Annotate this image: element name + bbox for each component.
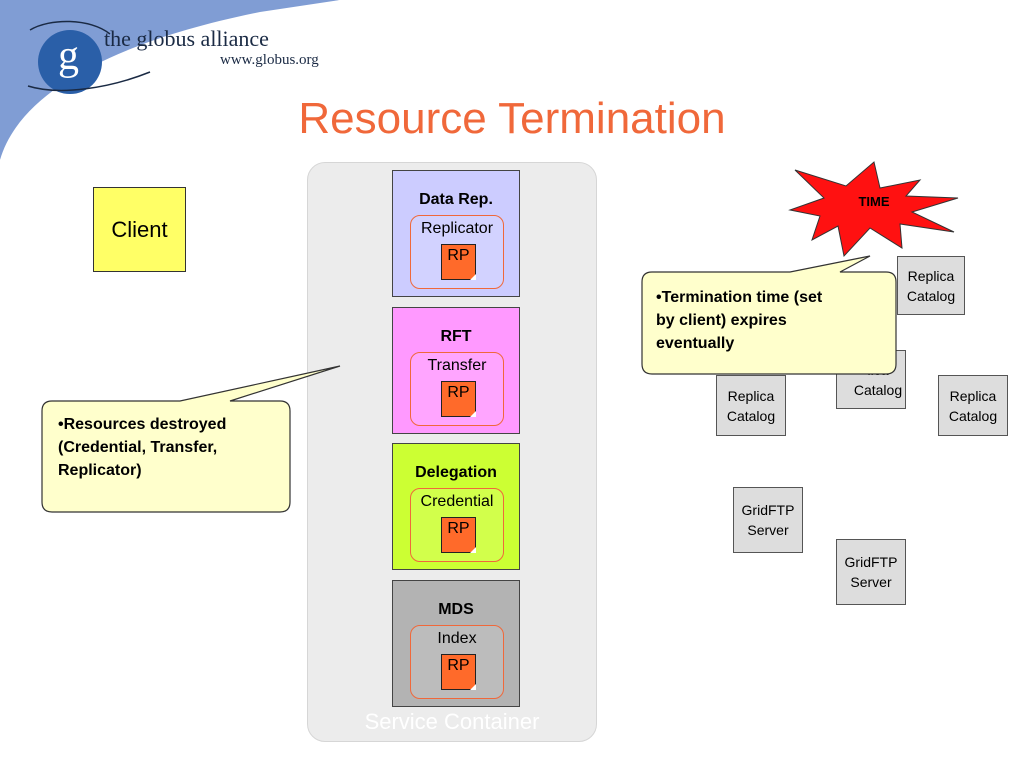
service-title: MDS xyxy=(438,601,474,618)
resource-label: Credential xyxy=(420,493,494,510)
time-burst-icon xyxy=(788,161,959,258)
service-data-rep: Data Rep. Replicator RP xyxy=(392,170,520,297)
resource-label: Replicator xyxy=(420,220,494,237)
callout-termination-text: •Termination time (set by client) expire… xyxy=(656,289,823,352)
callout-resources-text: •Resources destroyed (Credential, Transf… xyxy=(58,416,227,479)
rp-document-icon: RP xyxy=(441,517,476,553)
resource-label: Index xyxy=(437,630,477,647)
rp-document-icon: RP xyxy=(441,654,476,690)
logo-url: www.globus.org xyxy=(220,52,319,68)
service-container-label: Service Container xyxy=(364,709,540,734)
service-title: Delegation xyxy=(415,464,497,481)
service-title: RFT xyxy=(440,328,472,345)
client-label: Client xyxy=(111,216,168,242)
globus-logo xyxy=(0,0,360,160)
callout-resources-destroyed xyxy=(41,365,341,513)
client-box: Client xyxy=(93,187,186,272)
service-mds: MDS Index RP xyxy=(392,580,520,707)
rp-document-icon: RP xyxy=(441,381,476,417)
logo-circle xyxy=(38,30,102,94)
resource-replicator: Replicator RP xyxy=(410,215,504,289)
logo-text: the globus alliance xyxy=(104,26,269,51)
service-title: Data Rep. xyxy=(419,191,493,208)
resource-label: Transfer xyxy=(427,357,487,374)
service-rft: RFT Transfer RP xyxy=(392,307,520,434)
logo-letter: g xyxy=(58,33,79,79)
resource-index: Index RP xyxy=(410,625,504,699)
resource-credential: Credential RP xyxy=(410,488,504,562)
callout-termination-time xyxy=(641,255,897,375)
time-label: TIME xyxy=(858,194,890,209)
resource-transfer: Transfer RP xyxy=(410,352,504,426)
service-delegation: Delegation Credential RP xyxy=(392,443,520,570)
slide-title: Resource Termination xyxy=(298,94,726,143)
rp-document-icon: RP xyxy=(441,244,476,280)
